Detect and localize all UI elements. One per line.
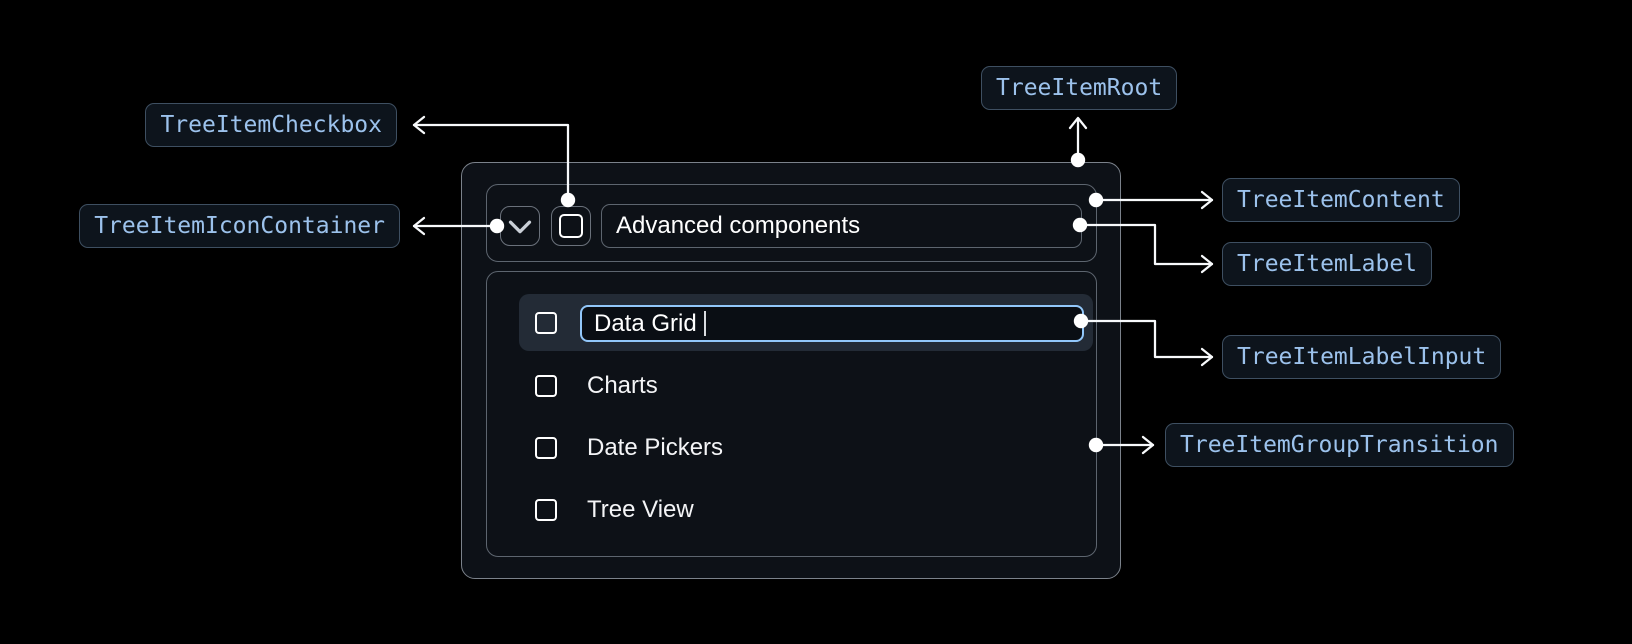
tree-item-row[interactable]: Date Pickers <box>519 426 1093 470</box>
tree-item-icon-container[interactable] <box>500 206 540 246</box>
annotation-tree-item-checkbox: TreeItemCheckbox <box>145 103 397 147</box>
tree-item-checkbox[interactable] <box>551 206 591 246</box>
tree-item-row[interactable]: Tree View <box>519 488 1093 532</box>
label-input-field[interactable] <box>582 307 1082 340</box>
checkbox-unchecked-icon[interactable] <box>535 375 557 397</box>
checkbox-unchecked-icon[interactable] <box>535 312 557 334</box>
tree-item-row[interactable]: Charts <box>519 364 1093 408</box>
tree-item-row-editing[interactable] <box>519 294 1093 351</box>
annotation-tree-item-label-input: TreeItemLabelInput <box>1222 335 1502 379</box>
tree-item-content[interactable]: Advanced components <box>486 184 1097 262</box>
checkbox-unchecked-icon <box>559 214 583 238</box>
annotation-tree-item-content: TreeItemContent <box>1222 178 1460 222</box>
tree-item-label-text: Advanced components <box>616 212 861 239</box>
annotation-tree-item-label: TreeItemLabel <box>1222 242 1433 286</box>
tree-item-group-transition: Charts Date Pickers Tree View <box>486 271 1097 557</box>
annotation-tree-item-root: TreeItemRoot <box>981 66 1178 110</box>
text-cursor <box>704 311 706 336</box>
checkbox-unchecked-icon[interactable] <box>535 499 557 521</box>
annotation-tree-item-icon-container: TreeItemIconContainer <box>79 204 400 248</box>
tree-item-label[interactable]: Advanced components <box>601 204 1082 248</box>
tree-item-root: Advanced components Charts Date Pickers <box>461 162 1121 579</box>
connector-root <box>1068 116 1088 168</box>
checkbox-unchecked-icon[interactable] <box>535 437 557 459</box>
chevron-down-icon <box>508 220 532 234</box>
tree-item-label-text: Tree View <box>587 496 694 523</box>
tree-item-label-text: Date Pickers <box>587 434 724 461</box>
tree-item-label-input[interactable] <box>580 305 1084 342</box>
annotation-tree-item-group-transition: TreeItemGroupTransition <box>1165 423 1514 467</box>
tree-item-label-text: Charts <box>587 372 658 399</box>
